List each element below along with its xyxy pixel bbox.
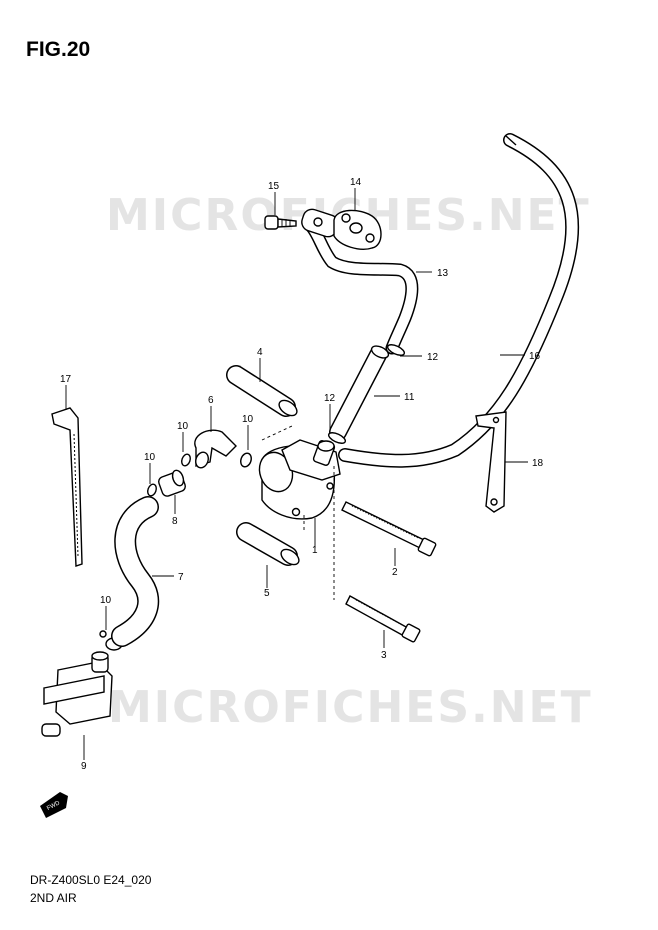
callout-10-a: 10 <box>177 421 189 432</box>
callout-7: 7 <box>178 572 184 583</box>
callout-4: 4 <box>257 347 263 358</box>
callout-18: 18 <box>532 458 544 469</box>
callouts: 15 14 13 12 11 12 16 18 4 6 10 10 10 8 7… <box>60 177 544 772</box>
hose-11[interactable] <box>329 344 390 441</box>
clamp-12-upper[interactable] <box>386 343 406 358</box>
callout-8: 8 <box>172 516 178 527</box>
callout-1: 1 <box>312 545 318 556</box>
callout-11: 11 <box>404 392 415 403</box>
diagram-code: DR-Z400SL0 E24_020 <box>30 873 152 887</box>
callout-3: 3 <box>381 650 387 661</box>
clamp-10-c[interactable] <box>146 483 158 497</box>
watermark-bottom: MICROFICHES.NET <box>108 682 593 733</box>
leader-lines <box>65 188 528 760</box>
callout-15: 15 <box>268 181 280 192</box>
callout-10-c: 10 <box>144 452 156 463</box>
gasket-14[interactable] <box>333 209 382 250</box>
clamp-10-b[interactable] <box>239 452 253 469</box>
bolt-15[interactable] <box>264 215 297 230</box>
cable-tie-17[interactable] <box>51 407 83 567</box>
hose-16[interactable] <box>338 133 580 468</box>
fwd-arrow-icon: FWD <box>40 792 68 818</box>
callout-10-d: 10 <box>100 595 112 606</box>
callout-14: 14 <box>350 177 362 188</box>
bracket-18[interactable] <box>475 411 507 513</box>
callout-13: 13 <box>437 268 449 279</box>
hose-4[interactable] <box>226 365 300 419</box>
hose-7[interactable] <box>111 496 160 647</box>
callout-10-b: 10 <box>242 414 254 425</box>
bolt-2[interactable] <box>341 501 437 557</box>
callout-2: 2 <box>392 567 398 578</box>
figure-title: FIG.20 <box>26 38 91 61</box>
callout-12-lower: 12 <box>324 393 336 404</box>
callout-17: 17 <box>60 374 72 385</box>
pipe-13[interactable] <box>299 207 419 355</box>
bolt-3[interactable] <box>345 595 421 643</box>
joint-8[interactable] <box>157 469 186 498</box>
callout-5: 5 <box>264 588 270 599</box>
valve-1[interactable] <box>254 439 341 520</box>
diagram-name: 2ND AIR <box>30 891 77 905</box>
filter-9[interactable] <box>41 651 113 737</box>
hose-5[interactable] <box>236 522 302 568</box>
callout-12-upper: 12 <box>427 352 439 363</box>
callout-9: 9 <box>81 761 87 772</box>
callout-6: 6 <box>208 395 214 406</box>
clamp-12-lower[interactable] <box>327 431 347 446</box>
elbow-6[interactable] <box>194 429 237 469</box>
clamp-10-a[interactable] <box>180 453 192 467</box>
callout-16: 16 <box>529 351 541 362</box>
